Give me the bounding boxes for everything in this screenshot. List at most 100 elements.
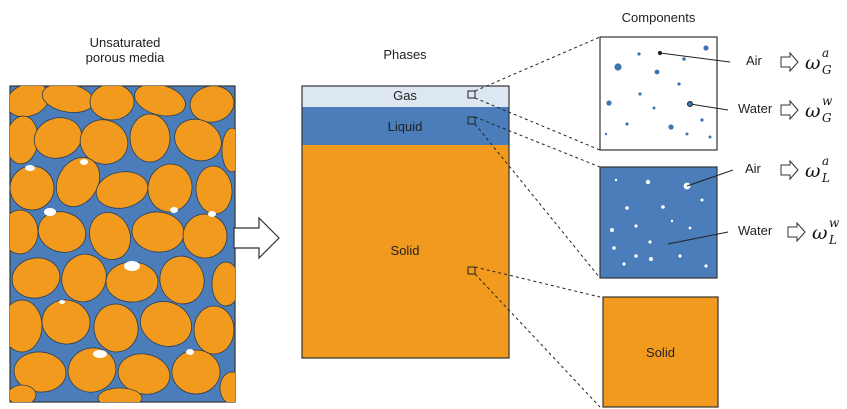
- dissolved-air-bubble: [622, 262, 626, 266]
- dissolved-air-bubble: [612, 246, 616, 250]
- water-vapor-dot: [677, 82, 681, 86]
- omega-liquid-air: ω a L: [805, 155, 830, 184]
- dissolved-air-bubble: [670, 219, 674, 223]
- water-vapor-dot: [668, 124, 674, 130]
- solid-sample-marker: [467, 266, 476, 275]
- solid-grain: [10, 165, 55, 211]
- water-vapor-dot: [708, 135, 712, 139]
- arrow-icon: [787, 221, 806, 243]
- gas-bubble: [93, 350, 107, 358]
- dissolved-air-bubble: [704, 264, 708, 268]
- dissolved-air-bubble: [700, 198, 704, 202]
- dissolved-air-bubble: [678, 254, 682, 258]
- equals-arrows: [780, 51, 806, 243]
- water-vapor-dot: [604, 132, 608, 136]
- liquid-phase-layer: [302, 107, 509, 145]
- solid-grain: [67, 347, 117, 393]
- water-vapor-dot: [682, 57, 686, 61]
- solid-grain: [10, 384, 37, 402]
- gas-bubble: [124, 261, 140, 271]
- gas-bubble: [186, 349, 194, 355]
- water-vapor-dot: [652, 106, 656, 110]
- solid-grain: [117, 353, 171, 395]
- arrow-icon: [780, 51, 799, 73]
- water-vapor-dot: [685, 132, 689, 136]
- subscript: L: [829, 233, 837, 247]
- solid-grain: [140, 301, 192, 347]
- water-vapor-dot: [625, 122, 629, 126]
- gas-bubble: [44, 208, 56, 216]
- solid-grain: [55, 156, 101, 208]
- gas-bubble: [208, 211, 216, 217]
- solid-grain: [159, 255, 205, 305]
- solid-grain: [147, 163, 193, 213]
- solid-grain: [134, 86, 186, 117]
- liquid-water-label: Water: [738, 223, 773, 238]
- solid-component-label: Solid: [646, 345, 675, 360]
- subscript: G: [822, 111, 832, 125]
- solid-grain: [189, 86, 235, 123]
- solid-grain: [95, 171, 149, 209]
- solid-grain: [79, 119, 129, 165]
- water-vapor-dot: [638, 92, 642, 96]
- gas-bubble: [80, 159, 88, 165]
- dissolved-air-bubble: [634, 224, 638, 228]
- components-title: Components: [621, 10, 696, 25]
- solid-grain: [10, 299, 43, 353]
- dissolved-air-bubble: [614, 178, 618, 182]
- gas-water-label: Water: [738, 101, 773, 116]
- omega-liquid-water: ω w L: [812, 217, 839, 246]
- dissolved-air-bubble: [634, 254, 638, 258]
- solid-grain: [174, 118, 222, 162]
- water-vapor-dot: [606, 100, 612, 106]
- solid-grain: [97, 387, 143, 402]
- solid-grain: [221, 127, 235, 173]
- solid-grain: [171, 349, 221, 395]
- gas-sample-marker: [467, 90, 476, 99]
- subscript: G: [822, 63, 832, 77]
- phases-title: Phases: [383, 47, 427, 62]
- phases-column: [301, 85, 510, 359]
- solid-grain: [61, 253, 107, 303]
- water-vapor-dot: [703, 45, 709, 51]
- water-vapor-dot: [700, 118, 704, 122]
- porous-media-block: [9, 85, 236, 403]
- subscript: L: [822, 171, 830, 185]
- transition-arrow-icon: [233, 216, 280, 260]
- gas-bubble: [25, 165, 35, 171]
- porous-media-title-line2: porous media: [85, 50, 165, 65]
- liquid-components-box: [599, 166, 718, 279]
- gas-components-box: [599, 36, 718, 151]
- solid-grain: [41, 299, 91, 345]
- dissolved-air-bubble: [625, 206, 629, 210]
- superscript: w: [822, 94, 833, 108]
- gas-air-label: Air: [746, 53, 762, 68]
- solid-grain: [195, 165, 233, 215]
- gas-bubble: [59, 300, 65, 304]
- solid-grain: [33, 117, 83, 159]
- omega-symbol: ω: [812, 222, 828, 244]
- liquid-phase-label: Liquid: [387, 119, 423, 134]
- dissolved-air-bubble: [649, 257, 653, 261]
- dissolved-air-bubble: [610, 228, 614, 232]
- solid-grain: [182, 213, 228, 259]
- superscript: a: [822, 154, 830, 168]
- solid-phase-layer: [302, 145, 509, 358]
- solid-grain: [93, 303, 139, 353]
- gas-phase-layer: [302, 86, 509, 107]
- solid-grain: [193, 305, 235, 355]
- solid-grain: [219, 371, 235, 402]
- liquid-air-label: Air: [745, 161, 761, 176]
- porous-media-title-line1: Unsaturated: [89, 35, 161, 50]
- omega-symbol: ω: [805, 52, 821, 74]
- arrow-icon: [780, 99, 799, 121]
- solid-component-box: [602, 296, 719, 408]
- zoom-lines: [474, 36, 601, 408]
- solid-grain: [89, 212, 131, 260]
- solid-grain: [13, 351, 67, 393]
- water-vapor-dot: [614, 63, 622, 71]
- solid-grain: [89, 86, 135, 121]
- gas-bubble: [170, 207, 178, 213]
- solid-grain: [37, 211, 87, 253]
- omega-symbol: ω: [805, 100, 821, 122]
